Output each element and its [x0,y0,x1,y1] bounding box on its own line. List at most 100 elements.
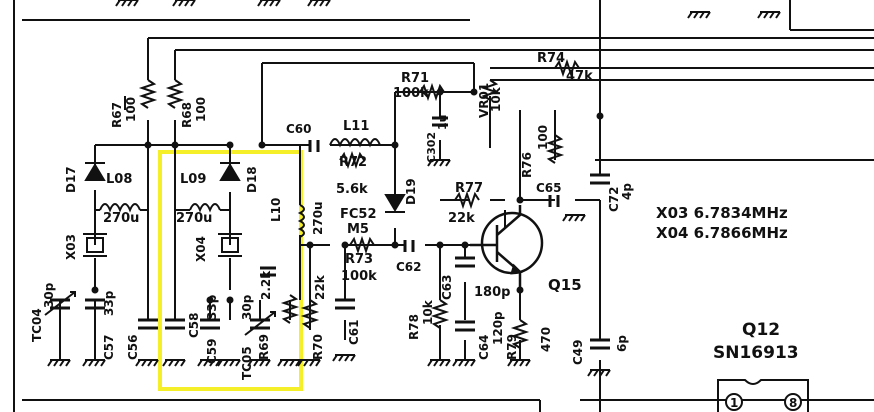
trim-arrows [44,291,276,336]
label-C63: C63 [440,274,454,300]
R77-resistor [454,190,480,210]
ground-symbol [562,214,586,222]
label-R76: R76 [520,152,534,178]
label-C56: C56 [126,334,140,360]
label-X04: X04 [194,236,208,262]
L08-coil [99,203,141,213]
label-Q15: Q15 [548,276,582,294]
label-L11: L11 [343,119,369,134]
label-R70v: 22k [313,274,327,300]
label-C302: C302 [425,132,438,163]
D19-diode [384,194,406,212]
label-C57: C57 [102,334,116,360]
ground-symbol [135,359,159,367]
ground-symbol [427,159,451,167]
ground-symbol [307,0,331,7]
R70-resistor [300,299,320,329]
label-R71: R71 [401,71,429,86]
ground-symbol [427,359,451,367]
L10-coil [297,204,305,238]
R79-resistor [510,319,530,349]
Q12-ic [717,379,809,412]
C65-cap [548,195,560,207]
R73-resistor [349,235,375,255]
L11-coil [329,138,381,148]
R68-resistor [165,79,185,109]
R78-resistor [430,299,450,329]
C63-cap [455,256,475,268]
ground-symbol [162,359,186,367]
ground-symbol [257,0,281,7]
label-C64v: 120p [491,311,505,345]
label-C62: C62 [396,260,422,274]
L09-coil [189,203,221,213]
label-R67: R67 [110,102,124,128]
label-X03: X03 [64,234,78,260]
label-X04info: X04 6.7866MHz [656,224,788,242]
label-TC05: TC05 [240,346,254,380]
label-R68v: 100 [194,97,208,122]
C62-cap [403,240,415,252]
R72-resistor [339,150,365,170]
label-C63v: 180p [474,285,510,300]
label-C58: C58 [187,312,201,338]
C59-cap [200,318,220,330]
crystals [83,233,242,257]
label-Q12part: SN16913 [713,343,799,363]
ground-symbol [507,359,531,367]
label-C72v: 4p [620,183,634,200]
label-R76v: 100 [536,125,550,150]
label-R67v: 100 [124,97,138,122]
label-R77v: 22k [448,211,475,226]
label-TC05v: 30p [240,294,254,320]
label-L08: L08 [106,172,132,187]
X03-crystal [86,237,104,253]
label-R78v: 10k [421,299,435,325]
ground-symbol [247,359,271,367]
C56-cap [138,318,158,330]
label-TC04: TC04 [30,308,44,342]
label-R72v: 5.6k [336,182,368,197]
label-L08v: 270u [103,211,139,226]
label-C72: C72 [607,186,621,212]
label-X03info: X03 6.7834MHz [656,204,788,222]
label-C49v: 6p [615,335,629,352]
label-R69v: 2.2k [259,270,273,300]
C58-cap [165,318,185,330]
ground-symbol [115,0,139,7]
C60-cap [308,140,320,152]
label-R68: R68 [180,102,194,128]
inductors [95,138,381,238]
label-L09v: 270u [176,211,212,226]
ground-symbol [452,359,476,367]
ground-symbol [757,11,781,19]
C-small-cap [260,266,276,277]
capacitors [50,116,610,350]
label-R79v: 470 [539,327,553,352]
D18-diode [219,163,241,181]
C72-cap [590,173,610,185]
C302-cap [432,116,448,127]
label-L10v: 270u [311,201,325,235]
ground-symbols [47,0,781,377]
label-R79: R79 [505,334,519,360]
ground-symbol [587,369,611,377]
Q15-transistor [470,205,544,290]
label-R72: R72 [339,155,367,170]
label-C57v: 33p [102,290,116,316]
label-C49: C49 [571,339,585,365]
R67-resistor [138,79,158,109]
C61-cap [335,298,355,310]
ground-symbol [82,359,106,367]
label-Q12: Q12 [742,320,780,340]
label-C59v: 33p [205,294,219,320]
resistors [138,58,580,349]
label-TC04v: 30p [42,282,56,308]
label-R77: R77 [455,181,483,196]
label-VR01v: 10k [489,86,503,112]
label-pin8: 8 [789,396,797,410]
label-C302v: 1u [436,115,449,131]
label-R71v: 100k [393,86,429,101]
label-L09: L09 [180,172,206,187]
